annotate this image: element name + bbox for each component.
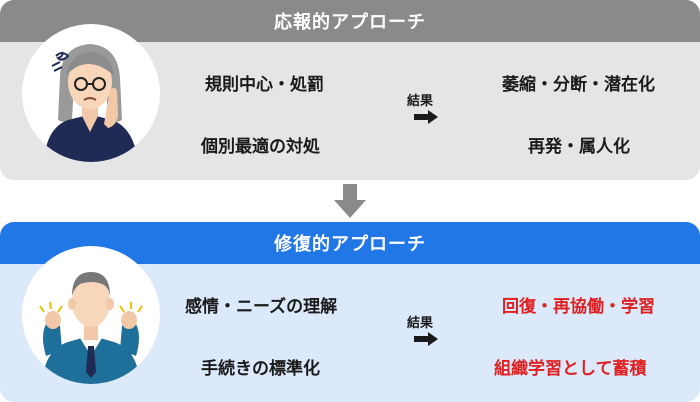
reactive-right-item-2: 再発・属人化 xyxy=(528,137,630,157)
reactive-right-item-1: 萎縮・分断・潜在化 xyxy=(502,75,655,95)
right-arrow-icon xyxy=(414,332,438,346)
restorative-right-item-2: 組織学習として蓄積 xyxy=(494,359,647,379)
happy-man-avatar xyxy=(22,246,160,384)
restorative-left-item-2: 手続きの標準化 xyxy=(201,359,320,379)
reactive-result-label: 結果 xyxy=(407,94,434,109)
worried-woman-icon xyxy=(44,44,138,162)
down-arrow-icon xyxy=(334,184,366,218)
restorative-right-item-1: 回復・再協働・学習 xyxy=(502,297,655,317)
happy-man-icon xyxy=(39,272,143,384)
reactive-approach-panel: 応報的アプローチ 規則中 xyxy=(0,0,700,180)
worried-woman-avatar xyxy=(22,24,160,162)
right-arrow-icon xyxy=(414,110,438,124)
restorative-result-label: 結果 xyxy=(407,316,434,331)
reactive-left-item-1: 規則中心・処罰 xyxy=(205,75,324,95)
restorative-left-item-1: 感情・ニーズの理解 xyxy=(185,297,338,317)
restorative-approach-panel: 修復的アプローチ xyxy=(0,222,700,402)
reactive-left-item-2: 個別最適の対処 xyxy=(201,137,320,157)
